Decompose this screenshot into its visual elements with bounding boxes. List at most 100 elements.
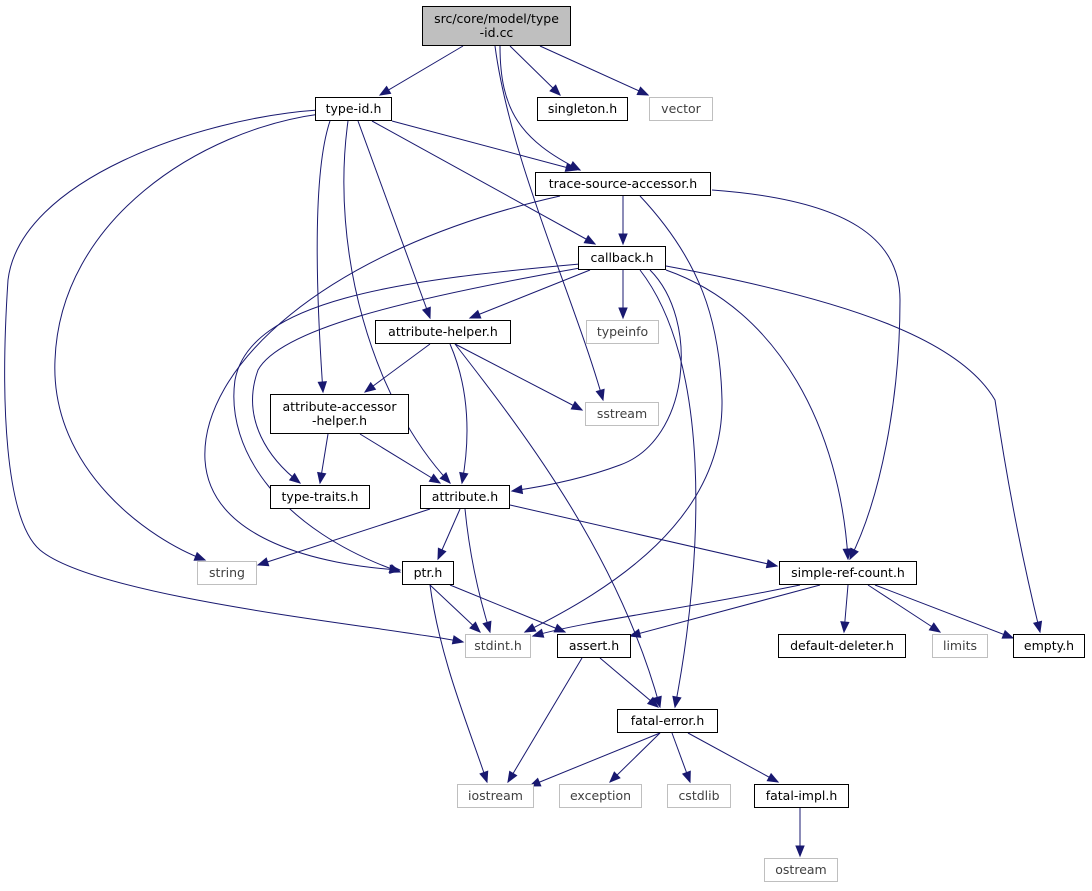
edge-typeid-trace-source [391, 120, 577, 171]
node-assert-h[interactable]: assert.h [557, 634, 631, 658]
node-type-id-h-label: type-id.h [325, 101, 382, 116]
edge-callback-empty [665, 265, 1041, 633]
edge-typeid-string [54, 113, 321, 561]
node-callback-h-label: callback.h [590, 250, 654, 265]
arrowhead-typeid-trace-source [564, 162, 578, 172]
node-type-traits-h[interactable]: type-traits.h [270, 485, 370, 509]
edge-fatal-error-fatal-impl [687, 732, 779, 783]
node-sstream-label: sstream [596, 406, 648, 421]
edge-callback-fatal-error [639, 269, 697, 708]
arrowhead-ptr-iostream [479, 770, 489, 784]
node-empty-h[interactable]: empty.h [1013, 634, 1085, 658]
node-string[interactable]: string [197, 561, 257, 585]
node-attribute-accessor-helper-h[interactable]: attribute-accessor-helper.h [270, 394, 409, 434]
arrowhead-fatal-error-fatal-impl [766, 772, 780, 783]
edge-attribute-string [257, 508, 431, 566]
node-fatal-impl-h-label: fatal-impl.h [765, 788, 838, 803]
arrowhead-attr-accessor-attribute [428, 473, 442, 484]
arrowhead-callback-attribute [510, 484, 524, 495]
node-iostream[interactable]: iostream [457, 784, 534, 808]
arrowhead-typeid-callback [583, 234, 597, 245]
arrowhead-assert-fatal-error [646, 696, 660, 708]
arrowhead-callback-type-traits [288, 472, 302, 484]
edge-simple-ref-limits [867, 584, 941, 633]
arrowhead-ptr-stdint [469, 621, 481, 633]
arrowhead-assert-iostream [507, 770, 518, 784]
node-attribute-helper-h[interactable]: attribute-helper.h [375, 320, 511, 344]
edge-attribute-stdint [464, 508, 491, 633]
node-typeinfo[interactable]: typeinfo [586, 320, 659, 344]
node-iostream-label: iostream [468, 788, 523, 803]
node-ostream[interactable]: ostream [764, 858, 838, 882]
edge-root-singleton [509, 45, 561, 96]
arrowhead-attr-accessor-type-traits [317, 471, 327, 485]
arrowhead-attribute-string [256, 557, 270, 567]
node-fatal-error-h-label: fatal-error.h [630, 713, 705, 728]
arrowhead-simple-ref-limits [928, 622, 942, 633]
edge-simple-ref-assert [629, 584, 821, 637]
edge-attribute-simple-ref [509, 504, 778, 567]
node-string-label: string [209, 565, 245, 580]
arrowhead-root-sstream [595, 388, 605, 402]
node-fatal-impl-h[interactable]: fatal-impl.h [754, 784, 849, 808]
arrowhead-typeid-attribute [439, 472, 451, 484]
arrowhead-typeid-attribute-helper [421, 306, 431, 320]
node-simple-ref-count-h[interactable]: simple-ref-count.h [779, 561, 917, 585]
node-singleton-h[interactable]: singleton.h [537, 97, 628, 121]
arrowhead-fatal-error-cstdlib [681, 770, 691, 784]
node-limits-label: limits [942, 638, 977, 653]
edge-fatal-error-iostream [529, 732, 661, 787]
node-attribute-h[interactable]: attribute.h [420, 485, 510, 509]
edge-typeid-stdint [4, 109, 464, 643]
edge-attribute-helper-attribute [449, 343, 468, 484]
node-type-id-h[interactable]: type-id.h [315, 97, 392, 121]
arrowhead-callback-typeinfo [618, 307, 628, 320]
node-ostream-label: ostream [775, 862, 827, 877]
edge-typeid-attribute-helper [357, 120, 431, 319]
arrowhead-callback-attribute-helper [468, 309, 482, 319]
arrowhead-simple-ref-empty [1001, 629, 1015, 639]
arrowhead-typeid-attr-accessor [317, 381, 328, 394]
edge-root-vector [539, 45, 649, 96]
node-default-deleter-h[interactable]: default-deleter.h [778, 634, 906, 658]
node-attribute-h-label: attribute.h [431, 489, 499, 504]
node-trace-source-accessor-h[interactable]: trace-source-accessor.h [535, 172, 711, 196]
node-ptr-h[interactable]: ptr.h [402, 561, 454, 585]
arrowhead-attribute-helper-sstream [570, 400, 584, 411]
edge-ptr-stdint [429, 584, 481, 633]
node-attribute-helper-h-label: attribute-helper.h [388, 324, 498, 339]
edge-assert-iostream [507, 657, 583, 783]
node-sstream[interactable]: sstream [585, 402, 659, 426]
arrowhead-attribute-simple-ref [765, 559, 779, 569]
edge-callback-attribute [511, 269, 682, 492]
node-root[interactable]: src/core/model/type-id.cc [422, 6, 571, 46]
edge-simple-ref-stdint [532, 584, 801, 637]
edge-attribute-helper-attr-accessor [364, 343, 431, 393]
arrowhead-attribute-ptr [437, 547, 447, 561]
node-typeinfo-label: typeinfo [596, 324, 649, 339]
node-simple-ref-count-h-label: simple-ref-count.h [791, 565, 905, 580]
node-trace-source-accessor-h-label: trace-source-accessor.h [548, 176, 698, 191]
node-cstdlib[interactable]: cstdlib [667, 784, 731, 808]
edge-callback-ptr [233, 263, 581, 573]
node-callback-h[interactable]: callback.h [578, 246, 666, 270]
edge-root-sstream [494, 45, 604, 401]
node-vector[interactable]: vector [649, 97, 713, 121]
node-exception[interactable]: exception [559, 784, 642, 808]
edge-attribute-helper-sstream [454, 343, 583, 411]
edge-typeid-attribute [343, 120, 451, 484]
edge-typeid-callback [371, 120, 596, 245]
node-limits[interactable]: limits [932, 634, 988, 658]
edge-trace-source-ptr [204, 195, 561, 571]
arrowhead-callback-ptr [388, 564, 402, 573]
node-stdint-h[interactable]: stdint.h [465, 634, 531, 658]
arrowhead-callback-empty [1032, 620, 1043, 634]
edge-assert-fatal-error [599, 657, 659, 708]
node-fatal-error-h[interactable]: fatal-error.h [617, 709, 718, 733]
arrowhead-root-vector [636, 86, 650, 96]
node-stdint-h-label: stdint.h [474, 638, 522, 653]
node-root-label: src/core/model/type-id.cc [434, 11, 559, 40]
arrowhead-root-type-id [378, 85, 392, 96]
node-exception-label: exception [569, 788, 632, 803]
